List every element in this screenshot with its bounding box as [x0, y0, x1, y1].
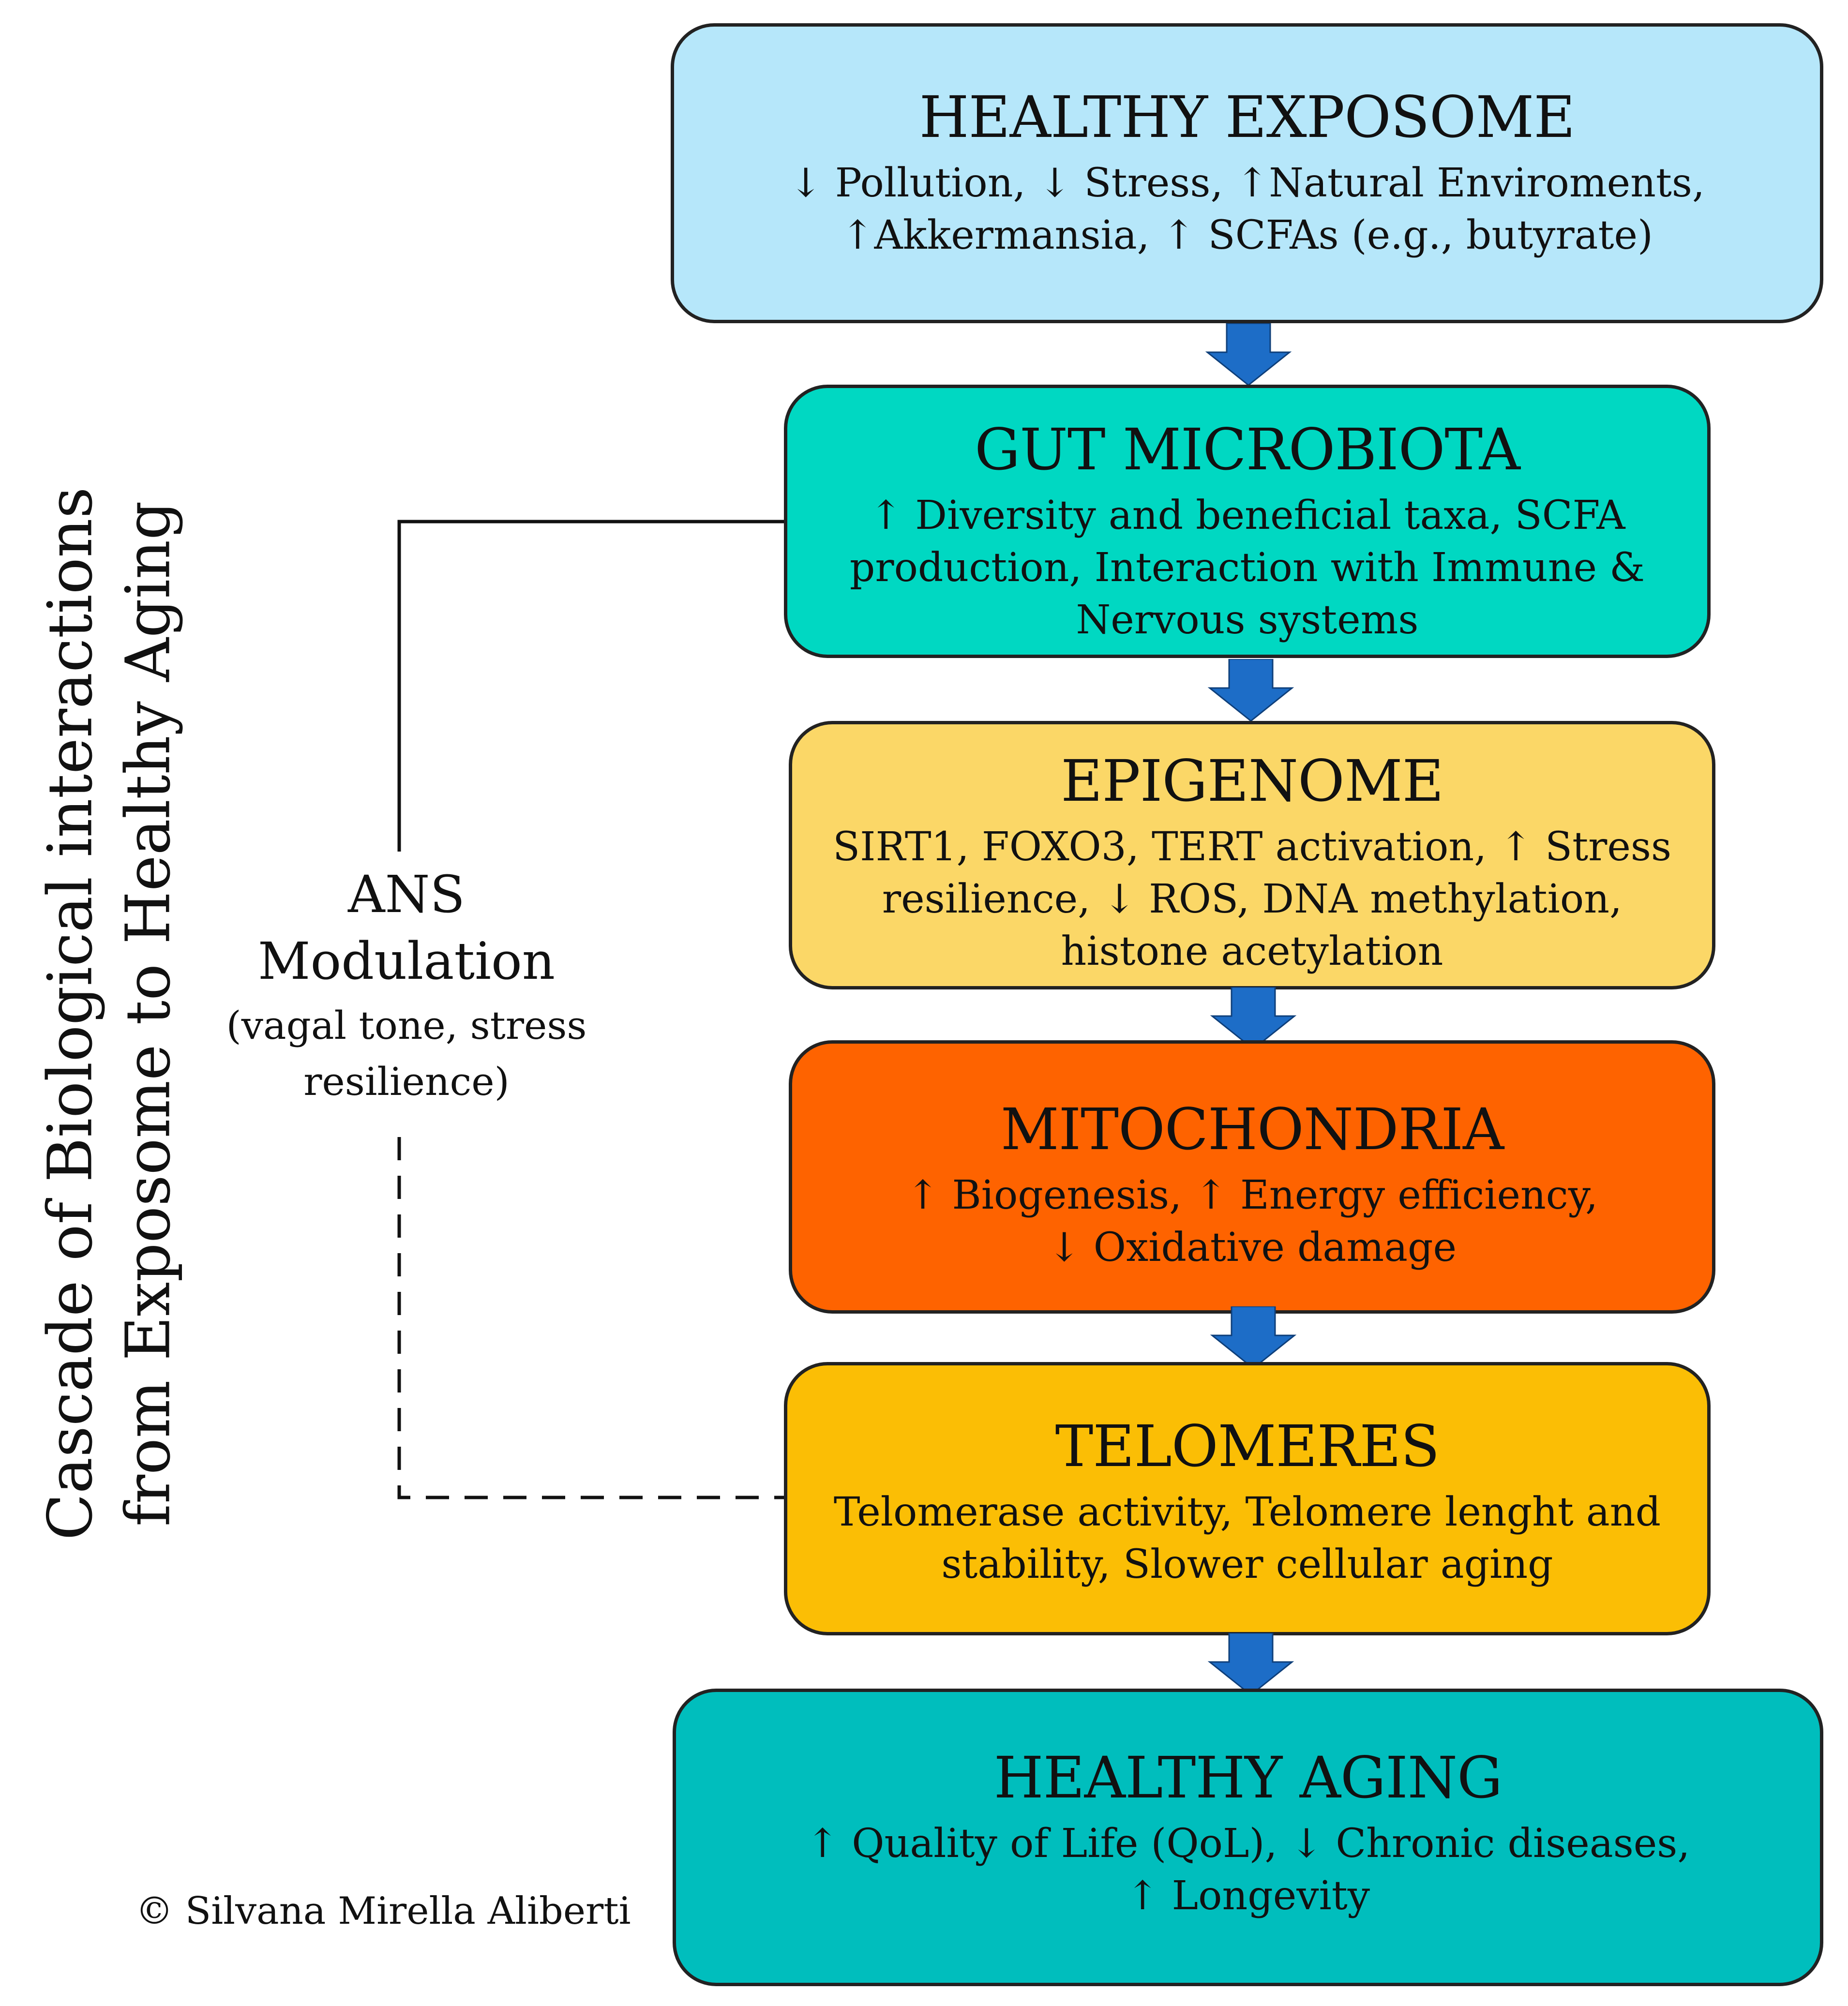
ans-subtitle: (vagal tone, stress resilience)	[189, 998, 624, 1110]
box-line: production, Interaction with Immune &	[849, 544, 1645, 591]
epigenome-box: EPIGENOME SIRT1, FOXO3, TERT activation,…	[789, 721, 1715, 989]
dashed-connector-line	[397, 1137, 784, 1499]
down-arrow-icon	[1207, 659, 1294, 722]
box-line: ↑Akkermansia, ↑ SCFAs (e.g., butyrate)	[841, 212, 1653, 258]
ans-sub-line1: (vagal tone, stress	[226, 1003, 587, 1048]
box-body: ↑ Biogenesis, ↑ Energy efficiency, ↓ Oxi…	[792, 1169, 1712, 1274]
healthy-aging-box: HEALTHY AGING ↑ Quality of Life (QoL), ↓…	[673, 1689, 1823, 1986]
box-line: ↑ Biogenesis, ↑ Energy efficiency,	[906, 1172, 1598, 1218]
copyright-notice: © Silvana Mirella Aliberti	[135, 1889, 631, 1933]
ans-modulation-label: ANS Modulation (vagal tone, stress resil…	[189, 861, 624, 1110]
ans-sub-line2: resilience)	[303, 1059, 510, 1104]
box-line: stability, Slower cellular aging	[941, 1541, 1553, 1587]
ans-title: ANS Modulation	[189, 861, 624, 995]
box-body: ↑ Diversity and beneficial taxa, SCFA pr…	[787, 490, 1707, 647]
box-body: ↓ Pollution, ↓ Stress, ↑Natural Envirome…	[674, 157, 1820, 262]
solid-connector-line	[397, 520, 784, 852]
box-title: EPIGENOME	[1061, 748, 1444, 814]
down-arrow-icon	[1210, 987, 1297, 1050]
box-line: Nervous systems	[1076, 597, 1419, 644]
box-line: Telomerase activity, Telomere lenght and	[833, 1489, 1661, 1535]
vertical-title: Cascade of Biological interactions from …	[34, 487, 184, 1541]
box-line: ↑ Longevity	[1126, 1872, 1370, 1919]
down-arrow-icon	[1210, 1306, 1297, 1369]
box-line: SIRT1, FOXO3, TERT activation, ↑ Stress	[832, 823, 1672, 870]
box-title: MITOCHONDRIA	[1000, 1096, 1504, 1163]
box-line: ↓ Oxidative damage	[1048, 1224, 1457, 1271]
box-body: SIRT1, FOXO3, TERT activation, ↑ Stress …	[792, 821, 1712, 978]
box-body: ↑ Quality of Life (QoL), ↓ Chronic disea…	[676, 1818, 1820, 1922]
ans-title-line2: Modulation	[257, 931, 556, 991]
telomeres-box: TELOMERES Telomerase activity, Telomere …	[784, 1362, 1711, 1635]
box-line: histone acetylation	[1061, 928, 1443, 975]
box-line: resilience, ↓ ROS, DNA methylation,	[882, 876, 1623, 922]
box-body: Telomerase activity, Telomere lenght and…	[787, 1486, 1707, 1591]
box-title: GUT MICROBIOTA	[975, 416, 1520, 483]
down-arrow-icon	[1207, 1633, 1294, 1696]
gut-microbiota-box: GUT MICROBIOTA ↑ Diversity and beneficia…	[784, 385, 1711, 658]
box-title: HEALTHY AGING	[993, 1744, 1503, 1811]
down-arrow-icon	[1205, 323, 1292, 386]
mitochondria-box: MITOCHONDRIA ↑ Biogenesis, ↑ Energy effi…	[789, 1040, 1715, 1314]
healthy-exposome-box: HEALTHY EXPOSOME ↓ Pollution, ↓ Stress, …	[671, 23, 1823, 323]
box-line: ↑ Diversity and beneficial taxa, SCFA	[869, 492, 1625, 539]
box-title: HEALTHY EXPOSOME	[919, 84, 1576, 150]
box-title: TELOMERES	[1055, 1413, 1440, 1480]
ans-title-line1: ANS	[348, 865, 465, 924]
box-line: ↓ Pollution, ↓ Stress, ↑Natural Envirome…	[789, 160, 1705, 206]
box-line: ↑ Quality of Life (QoL), ↓ Chronic disea…	[806, 1820, 1690, 1867]
